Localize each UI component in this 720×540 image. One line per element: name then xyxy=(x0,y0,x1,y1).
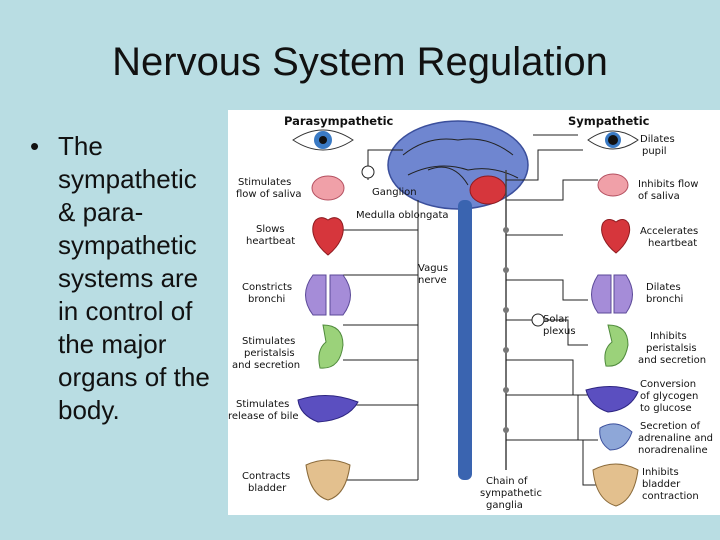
left-label-bile: Stimulates release of bile xyxy=(228,399,299,422)
svg-text:bladder: bladder xyxy=(248,483,287,494)
svg-text:heartbeat: heartbeat xyxy=(246,236,295,247)
right-label-glycogen: Conversion of glycogen to glucose xyxy=(640,379,698,414)
svg-text:peristalsis: peristalsis xyxy=(244,348,295,359)
right-adrenal-icon xyxy=(599,423,633,451)
svg-text:bladder: bladder xyxy=(642,479,681,490)
svg-text:Conversion: Conversion xyxy=(640,379,696,390)
right-lungs-icon xyxy=(591,274,633,314)
right-label-peristalsis: Inhibits peristalsis and secretion xyxy=(638,331,706,366)
right-liver-icon xyxy=(585,386,639,413)
right-stomach-icon xyxy=(604,324,629,367)
parasympathetic-header: Parasympathetic xyxy=(284,114,394,128)
svg-text:Contracts: Contracts xyxy=(242,471,290,482)
right-label-pupil: Dilates pupil xyxy=(640,134,675,157)
svg-text:and secretion: and secretion xyxy=(232,360,300,371)
left-eye-icon xyxy=(292,129,354,151)
left-label-heartbeat: Slows heartbeat xyxy=(246,224,295,247)
svg-text:bronchi: bronchi xyxy=(646,294,683,305)
nervous-system-diagram: Parasympathetic Sympathetic xyxy=(228,110,720,515)
left-label-bronchi: Constricts bronchi xyxy=(242,282,292,305)
right-bladder-icon xyxy=(592,463,639,507)
svg-text:Constricts: Constricts xyxy=(242,282,292,293)
bullet-text: The sympathetic & para-sympathetic syste… xyxy=(58,131,210,425)
svg-text:Stimulates: Stimulates xyxy=(238,177,291,188)
right-label-heartbeat: Accelerates heartbeat xyxy=(640,226,698,249)
solar-label-1: Solar xyxy=(543,314,569,325)
left-stomach-icon xyxy=(318,324,344,369)
left-label-saliva: Stimulates flow of saliva xyxy=(236,177,302,200)
left-liver-icon xyxy=(297,395,359,423)
svg-text:Secretion of: Secretion of xyxy=(640,421,700,432)
svg-text:noradrenaline: noradrenaline xyxy=(638,445,708,456)
sympathetic-header: Sympathetic xyxy=(568,114,650,128)
svg-text:contraction: contraction xyxy=(642,491,699,502)
right-label-adrenaline: Secretion of adrenaline and noradrenalin… xyxy=(638,421,713,456)
svg-text:heartbeat: heartbeat xyxy=(648,238,697,249)
svg-text:Slows: Slows xyxy=(256,224,285,235)
svg-text:Dilates: Dilates xyxy=(640,134,675,145)
sympathetic-nerves xyxy=(506,134,603,486)
right-label-bronchi: Dilates bronchi xyxy=(646,282,683,305)
svg-text:Inhibits: Inhibits xyxy=(642,467,679,478)
chain-label-3: ganglia xyxy=(486,500,523,511)
svg-text:release of bile: release of bile xyxy=(228,411,299,422)
solar-label-2: plexus xyxy=(543,326,576,337)
right-salivary-gland-icon xyxy=(597,173,629,197)
spinal-cord xyxy=(458,200,472,480)
left-bladder-icon xyxy=(305,459,351,501)
vagus-label-1: Vagus xyxy=(418,263,448,274)
parasympathetic-nerves xyxy=(333,149,419,481)
svg-text:Accelerates: Accelerates xyxy=(640,226,698,237)
left-heart-icon xyxy=(312,217,344,256)
right-eye-icon xyxy=(587,130,639,150)
left-label-bladder: Contracts bladder xyxy=(242,471,290,494)
left-salivary-gland-icon xyxy=(311,175,345,201)
svg-text:of glycogen: of glycogen xyxy=(640,391,698,402)
svg-text:Stimulates: Stimulates xyxy=(242,336,295,347)
svg-text:Stimulates: Stimulates xyxy=(236,399,289,410)
svg-text:Inhibits flow: Inhibits flow xyxy=(638,179,698,190)
svg-text:of saliva: of saliva xyxy=(638,191,680,202)
svg-text:to glucose: to glucose xyxy=(640,403,692,414)
svg-text:and secretion: and secretion xyxy=(638,355,706,366)
slide-title: Nervous System Regulation xyxy=(112,40,608,84)
svg-text:bronchi: bronchi xyxy=(248,294,285,305)
chain-label-1: Chain of xyxy=(486,476,528,487)
svg-text:Dilates: Dilates xyxy=(646,282,681,293)
left-label-peristalsis: Stimulates peristalsis and secretion xyxy=(232,336,300,371)
left-lungs-icon xyxy=(305,274,351,316)
right-heart-icon xyxy=(601,219,631,254)
right-label-bladder: Inhibits bladder contraction xyxy=(642,467,699,502)
svg-text:flow of saliva: flow of saliva xyxy=(236,189,302,200)
diagram-svg: Parasympathetic Sympathetic xyxy=(228,114,713,511)
ganglion-label: Ganglion xyxy=(372,187,417,198)
right-label-saliva: Inhibits flow of saliva xyxy=(638,179,698,202)
svg-text:Inhibits: Inhibits xyxy=(650,331,687,342)
vagus-label-2: nerve xyxy=(418,275,447,286)
bullet-list: • The sympathetic & para-sympathetic sys… xyxy=(30,130,220,427)
chain-label-2: sympathetic xyxy=(480,488,542,499)
medulla-label: Medulla oblongata xyxy=(356,210,449,221)
svg-text:adrenaline and: adrenaline and xyxy=(638,433,713,444)
svg-text:pupil: pupil xyxy=(642,146,667,157)
svg-text:peristalsis: peristalsis xyxy=(646,343,697,354)
brain xyxy=(387,120,529,210)
bullet-dot: • xyxy=(30,131,40,161)
